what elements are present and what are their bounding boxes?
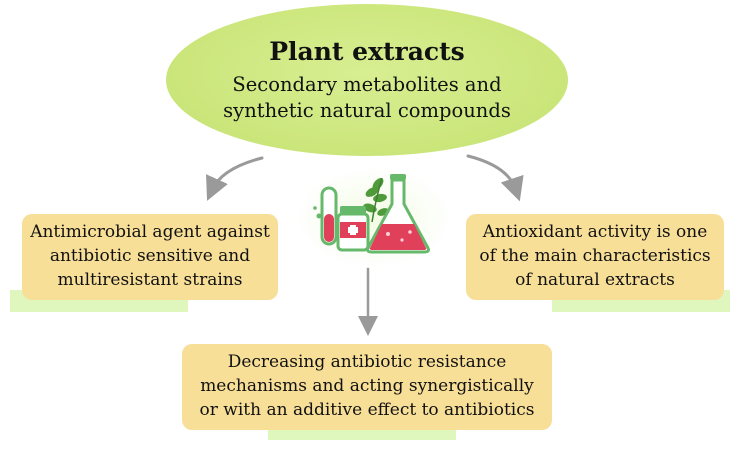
arrow-to-right-box	[466, 154, 524, 202]
resistance-box: Decreasing antibiotic resistance mechani…	[182, 344, 552, 430]
antimicrobial-text: Antimicrobial agent against antibiotic s…	[30, 222, 270, 290]
lab-glassware-plant-icon	[313, 174, 430, 254]
diagram-subtitle-text: Secondary metabolites and synthetic natu…	[223, 72, 511, 122]
antioxidant-box: Antioxidant activity is one of the main …	[466, 214, 724, 300]
diagram-title: Plant extracts	[269, 36, 465, 66]
antimicrobial-box: Antimicrobial agent against antibiotic s…	[22, 214, 278, 300]
arrow-to-left-box	[206, 156, 264, 201]
plant-extracts-ellipse: Plant extracts Secondary metabolites and…	[166, 4, 568, 156]
resistance-text: Decreasing antibiotic resistance mechani…	[199, 352, 535, 420]
antioxidant-text: Antioxidant activity is one of the main …	[479, 222, 711, 290]
diagram-subtitle: Secondary metabolites and synthetic natu…	[223, 72, 511, 123]
